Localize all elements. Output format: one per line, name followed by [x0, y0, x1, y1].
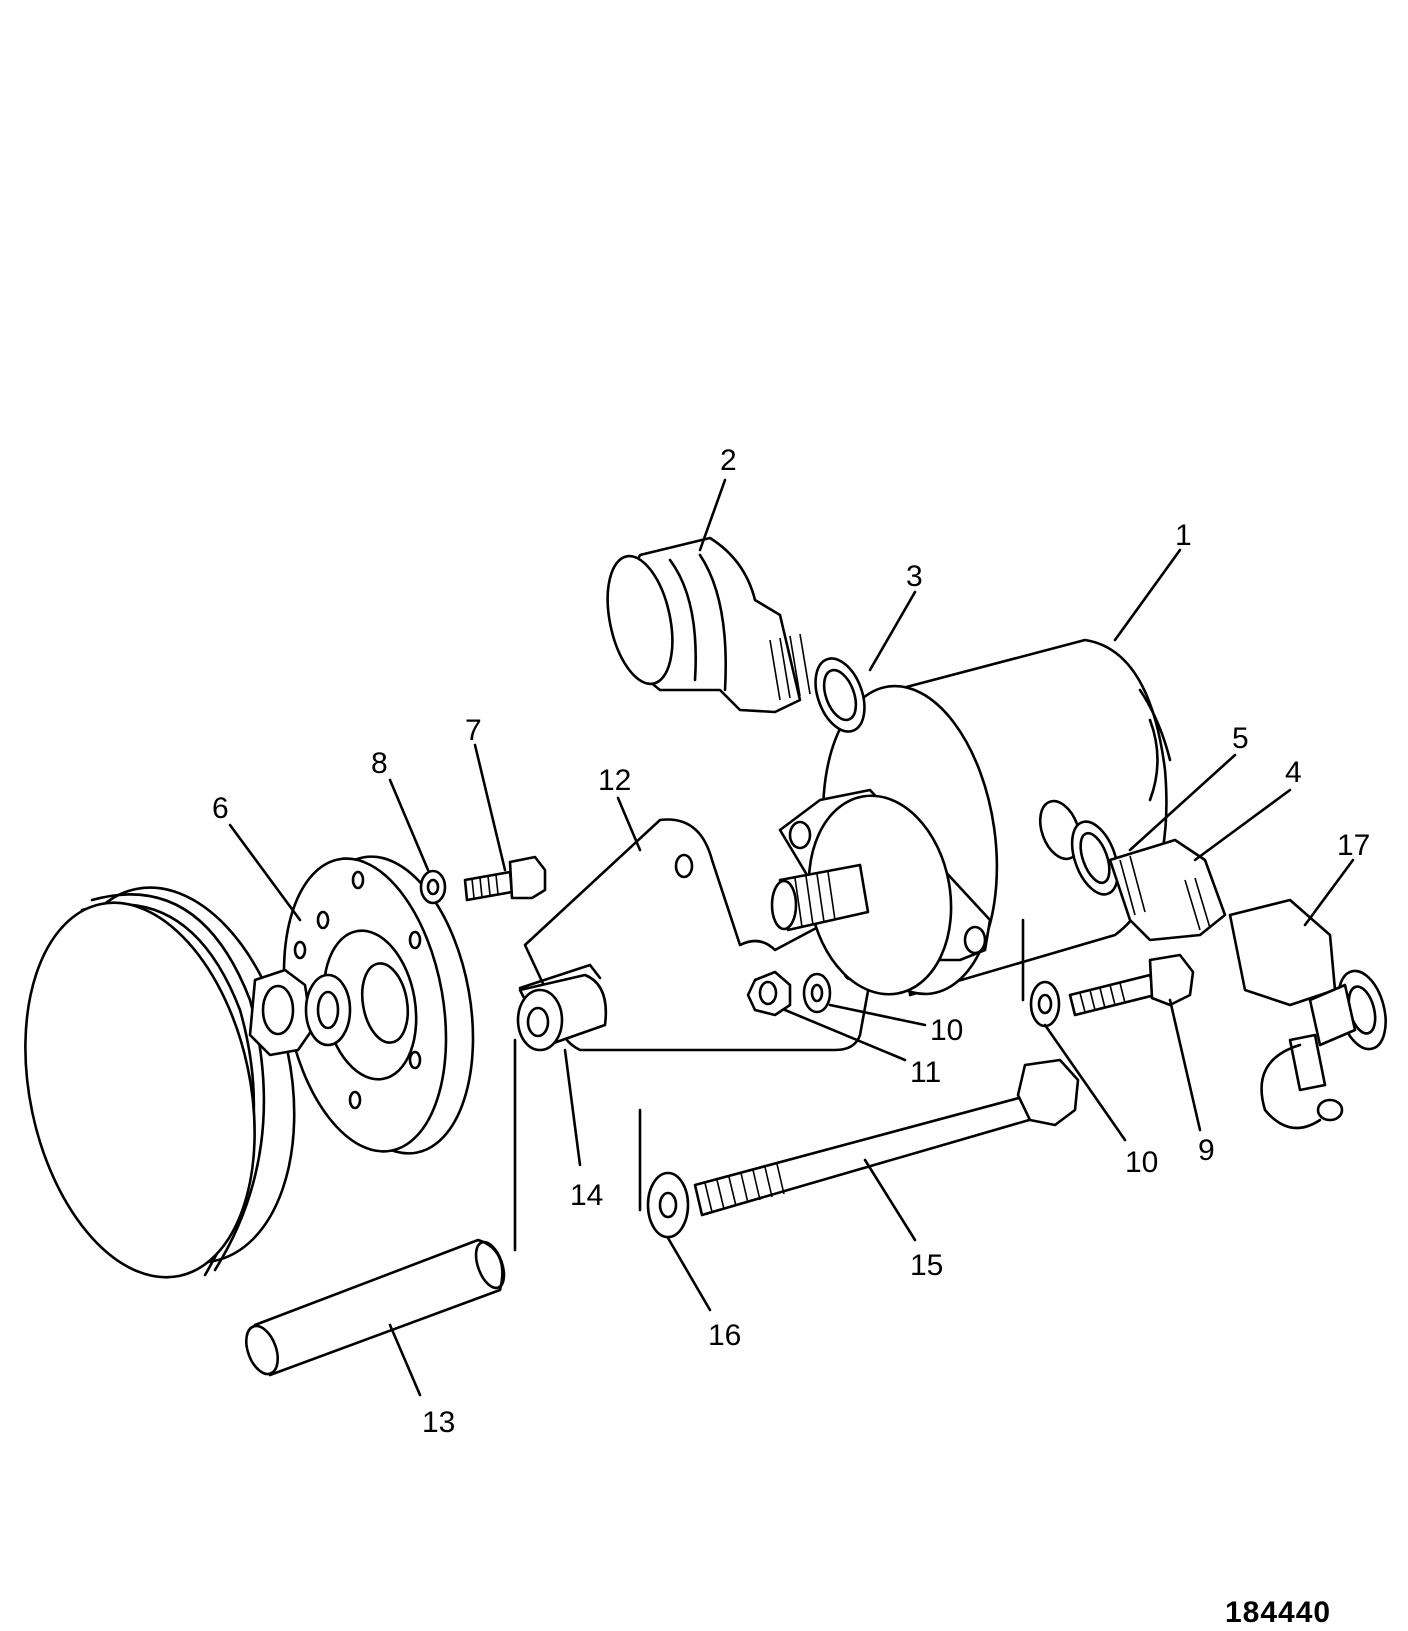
- adaptor-4: [1108, 838, 1227, 942]
- callout-17: 17: [1337, 829, 1370, 862]
- nut-11: [746, 970, 792, 1017]
- washer-16: [646, 1171, 690, 1239]
- leader-lines: [228, 478, 1355, 1397]
- callout-7: 7: [465, 714, 482, 747]
- washer-10-right: [1029, 980, 1061, 1028]
- seal-5: [1070, 820, 1120, 896]
- callout-12: 12: [598, 764, 631, 797]
- callout-16: 16: [708, 1319, 741, 1352]
- stud-port: [1038, 799, 1082, 861]
- pump-body: [770, 638, 1172, 997]
- pulley: [24, 886, 296, 1279]
- callout-11: 11: [910, 1056, 941, 1089]
- callout-3: 3: [906, 560, 923, 593]
- flange-hub: [282, 855, 475, 1155]
- reference-number: 184440: [1225, 1596, 1331, 1629]
- callout-2: 2: [720, 444, 737, 477]
- assembly-lines: [513, 918, 1025, 1252]
- callout-8: 8: [371, 747, 388, 780]
- bolt-9: [1068, 953, 1195, 1017]
- callout-6: 6: [212, 792, 229, 825]
- bush-14: [516, 963, 608, 1052]
- callout-9: 9: [1198, 1134, 1215, 1167]
- callout-labels: 1 2 3 5 4 17 6 8 7 12 10 11 10 9 14 15 1…: [212, 444, 1370, 1629]
- washer-10-left: [802, 972, 832, 1014]
- elbow-17: [1228, 898, 1387, 1130]
- callout-10-right: 10: [1125, 1146, 1158, 1179]
- sleeve-13: [245, 1238, 506, 1377]
- seal-3: [814, 657, 866, 733]
- callout-13: 13: [422, 1406, 455, 1439]
- bolt-7: [463, 855, 547, 902]
- bolt-15: [693, 1058, 1080, 1217]
- callout-10-left: 10: [930, 1014, 963, 1047]
- callout-1: 1: [1175, 519, 1192, 552]
- callout-14: 14: [570, 1179, 603, 1212]
- callout-4: 4: [1285, 756, 1302, 789]
- washer-8: [419, 869, 447, 905]
- callout-5: 5: [1232, 722, 1249, 755]
- pulley-nut: [248, 968, 352, 1057]
- connector-2: [606, 536, 811, 714]
- callout-15: 15: [910, 1249, 943, 1282]
